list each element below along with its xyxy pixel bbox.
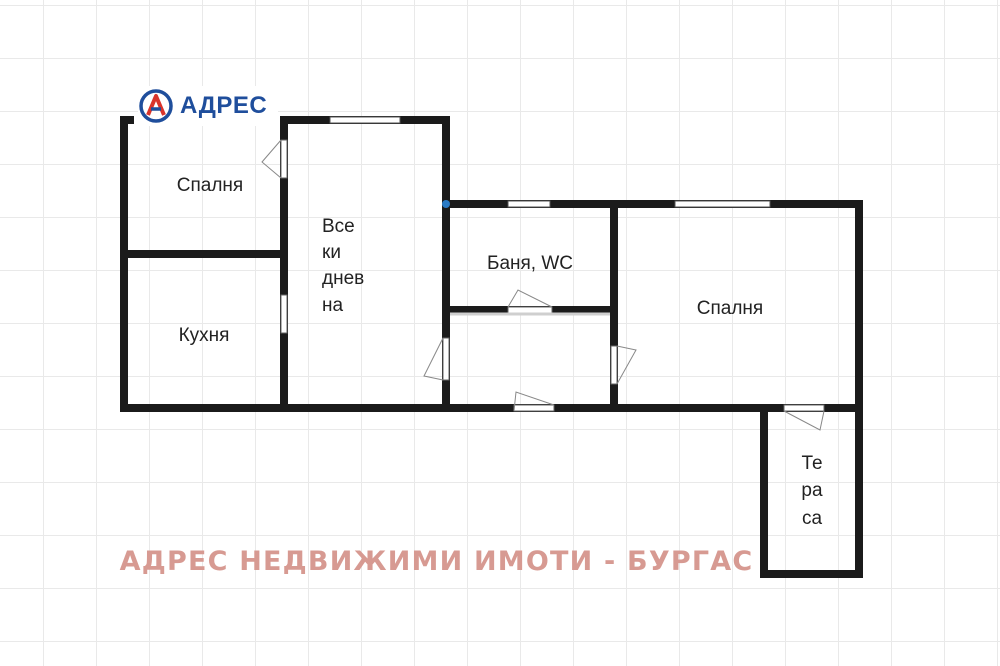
door-swing	[513, 391, 555, 412]
door-swing	[261, 139, 282, 179]
wall-left	[120, 116, 128, 412]
windows	[329, 116, 771, 208]
room-label-bathroom: Баня, WC	[486, 253, 574, 274]
room-label-terrace: Те ра са	[801, 453, 823, 529]
wall-right	[855, 200, 863, 578]
door-kitchen	[280, 294, 288, 334]
wall-bedroom-kitchen	[120, 250, 288, 258]
doors	[261, 139, 825, 431]
window-living	[329, 116, 401, 124]
room-label-kitchen: Кухня	[178, 325, 230, 346]
watermark: АДРЕС НЕДВИЖИМИ ИМОТИ - БУРГАС	[119, 546, 754, 577]
room-label-living: Все ки днев на	[322, 216, 365, 316]
wall-top-right	[442, 200, 863, 208]
logo-a-icon	[139, 89, 173, 123]
door-bath	[507, 306, 553, 314]
door-terrace	[783, 404, 825, 412]
window-bath	[507, 200, 551, 208]
wall-bottom	[120, 404, 863, 412]
door-entrance	[513, 404, 555, 412]
door-bedroom-left	[280, 139, 288, 179]
wall-living-left	[280, 116, 288, 412]
wall-top-left-stub	[120, 116, 134, 124]
wall-living-right	[442, 116, 450, 412]
room-label-bedroom-left: Спалня	[176, 175, 244, 196]
door-swing	[616, 345, 637, 385]
door-living	[442, 337, 450, 381]
wall-terrace-left	[760, 404, 768, 578]
logo-text: АДРЕС	[180, 92, 268, 119]
door-swing	[507, 289, 553, 308]
wall-terrace-bottom	[760, 570, 863, 578]
marker-dot	[442, 200, 450, 208]
window-bedroom-right	[674, 200, 771, 208]
room-label-bedroom-right: Спалня	[696, 298, 764, 319]
door-swing	[783, 410, 825, 431]
door-swing	[423, 337, 444, 381]
door-bedroom-right	[610, 345, 618, 385]
logo: АДРЕС	[138, 86, 278, 126]
